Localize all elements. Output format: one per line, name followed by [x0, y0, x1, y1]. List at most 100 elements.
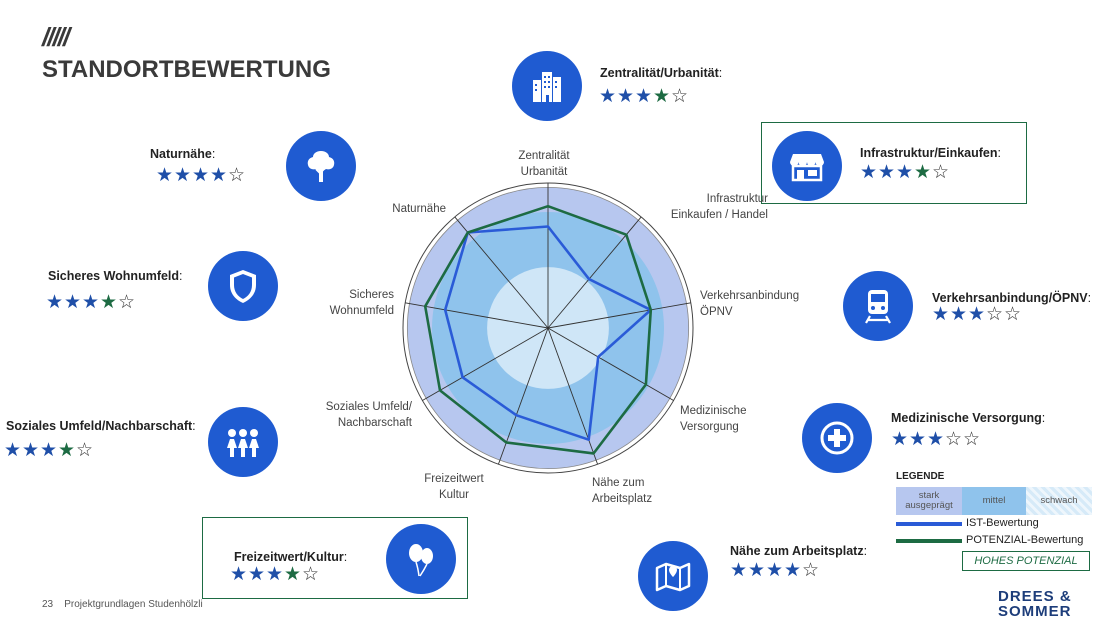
- star-rating: ★★★★☆: [230, 565, 320, 585]
- company-logo: DREES & SOMMER: [998, 588, 1072, 620]
- radar-spoke: [454, 216, 549, 329]
- star-rating: ★★★★☆: [46, 293, 136, 313]
- legend-potenzial-line: [896, 539, 962, 543]
- star-filled-icon: ★: [248, 564, 267, 585]
- category-label-zentralität-urbanität: Zentralität/Urbanität:: [600, 66, 723, 80]
- radar-spoke: [422, 327, 549, 401]
- radar-chart: [402, 182, 694, 474]
- star-potential-icon: ★: [914, 162, 933, 183]
- star-filled-icon: ★: [599, 86, 618, 107]
- star-empty-icon: ☆: [963, 429, 982, 450]
- star-empty-icon: ☆: [671, 86, 690, 107]
- star-filled-icon: ★: [617, 86, 636, 107]
- radar-axis-label: Soziales Umfeld/Nachbarschaft: [325, 401, 412, 429]
- star-filled-icon: ★: [40, 440, 59, 461]
- star-filled-icon: ★: [784, 560, 803, 581]
- train-icon: [843, 271, 913, 341]
- legend-title: LEGENDE: [896, 471, 945, 482]
- star-filled-icon: ★: [156, 165, 175, 186]
- star-filled-icon: ★: [766, 560, 785, 581]
- radar-spoke: [547, 302, 691, 329]
- star-rating: ★★★★☆: [860, 163, 950, 183]
- category-label-medizinische-versorgung: Medizinische Versorgung:: [891, 411, 1046, 425]
- star-filled-icon: ★: [932, 304, 951, 325]
- radar-axis-label: Naturnähe: [392, 203, 446, 215]
- highlight-box-infrastruktur: [761, 122, 1027, 204]
- tree-icon: [286, 131, 356, 201]
- star-empty-icon: ☆: [986, 304, 1005, 325]
- medical-cross-icon: [802, 403, 872, 473]
- star-potential-icon: ★: [284, 564, 303, 585]
- star-rating: ★★★★☆: [4, 441, 94, 461]
- legend-potenzial-label: POTENZIAL-Bewertung: [966, 534, 1084, 546]
- star-empty-icon: ☆: [945, 429, 964, 450]
- star-filled-icon: ★: [909, 429, 928, 450]
- category-label-verkehrsanbindung-öpnv: Verkehrsanbindung/ÖPNV:: [932, 291, 1092, 305]
- star-filled-icon: ★: [950, 304, 969, 325]
- star-empty-icon: ☆: [932, 162, 951, 183]
- star-rating: ★★★☆☆: [891, 430, 981, 450]
- star-empty-icon: ☆: [76, 440, 95, 461]
- star-rating: ★★★☆☆: [932, 305, 1022, 325]
- star-empty-icon: ☆: [228, 165, 247, 186]
- category-label-nähe-zum-arbeitsplatz: Nähe zum Arbeitsplatz:: [730, 544, 868, 558]
- star-filled-icon: ★: [635, 86, 654, 107]
- star-filled-icon: ★: [891, 429, 910, 450]
- radar-spoke: [547, 327, 599, 465]
- category-label-infrastruktur-einkaufen: Infrastruktur/Einkaufen:: [860, 146, 1002, 160]
- footer-text: Projektgrundlagen Studenhölzli: [64, 599, 203, 610]
- legend-ist-label: IST-Bewertung: [966, 517, 1039, 529]
- star-filled-icon: ★: [210, 165, 229, 186]
- star-filled-icon: ★: [4, 440, 23, 461]
- page-number: 23: [42, 599, 54, 610]
- highlight-box-freizeitwert: [202, 517, 468, 599]
- series-potenzial-line: [423, 204, 653, 455]
- star-rating: ★★★★☆: [156, 166, 246, 186]
- star-filled-icon: ★: [174, 165, 193, 186]
- legend-ist-line: [896, 522, 962, 526]
- title-decoration: /////: [42, 22, 70, 52]
- balloons-icon: [386, 524, 456, 594]
- people-icon: [208, 407, 278, 477]
- shield-icon: [208, 251, 278, 321]
- star-filled-icon: ★: [230, 564, 249, 585]
- building-icon: [512, 51, 582, 121]
- star-filled-icon: ★: [46, 292, 65, 313]
- star-filled-icon: ★: [860, 162, 879, 183]
- star-filled-icon: ★: [82, 292, 101, 313]
- star-potential-icon: ★: [58, 440, 77, 461]
- radar-spoke: [547, 327, 674, 401]
- series-ist-line: [443, 225, 653, 442]
- star-filled-icon: ★: [896, 162, 915, 183]
- category-label-freizeitwert-kultur: Freizeitwert/Kultur:: [234, 550, 348, 564]
- star-empty-icon: ☆: [1004, 304, 1023, 325]
- star-filled-icon: ★: [730, 560, 749, 581]
- star-filled-icon: ★: [22, 440, 41, 461]
- star-empty-icon: ☆: [802, 560, 821, 581]
- legend-high-potential: HOHES POTENZIAL: [962, 551, 1090, 571]
- category-label-sicheres-wohnumfeld: Sicheres Wohnumfeld:: [48, 269, 183, 283]
- legend-zone-weak: schwach: [1026, 487, 1092, 515]
- star-filled-icon: ★: [266, 564, 285, 585]
- star-filled-icon: ★: [192, 165, 211, 186]
- footer: 23 Projektgrundlagen Studenhölzli: [42, 599, 203, 610]
- category-label-soziales-umfeld-nachbarschaft: Soziales Umfeld/Nachbarschaft:: [6, 419, 196, 433]
- star-filled-icon: ★: [968, 304, 987, 325]
- star-potential-icon: ★: [100, 292, 119, 313]
- radar-spoke: [405, 302, 549, 329]
- star-filled-icon: ★: [878, 162, 897, 183]
- star-filled-icon: ★: [748, 560, 767, 581]
- star-rating: ★★★★☆: [599, 87, 689, 107]
- star-filled-icon: ★: [64, 292, 83, 313]
- star-potential-icon: ★: [653, 86, 672, 107]
- map-pin-icon: [638, 541, 708, 611]
- legend-zone-medium: mittel: [962, 487, 1026, 515]
